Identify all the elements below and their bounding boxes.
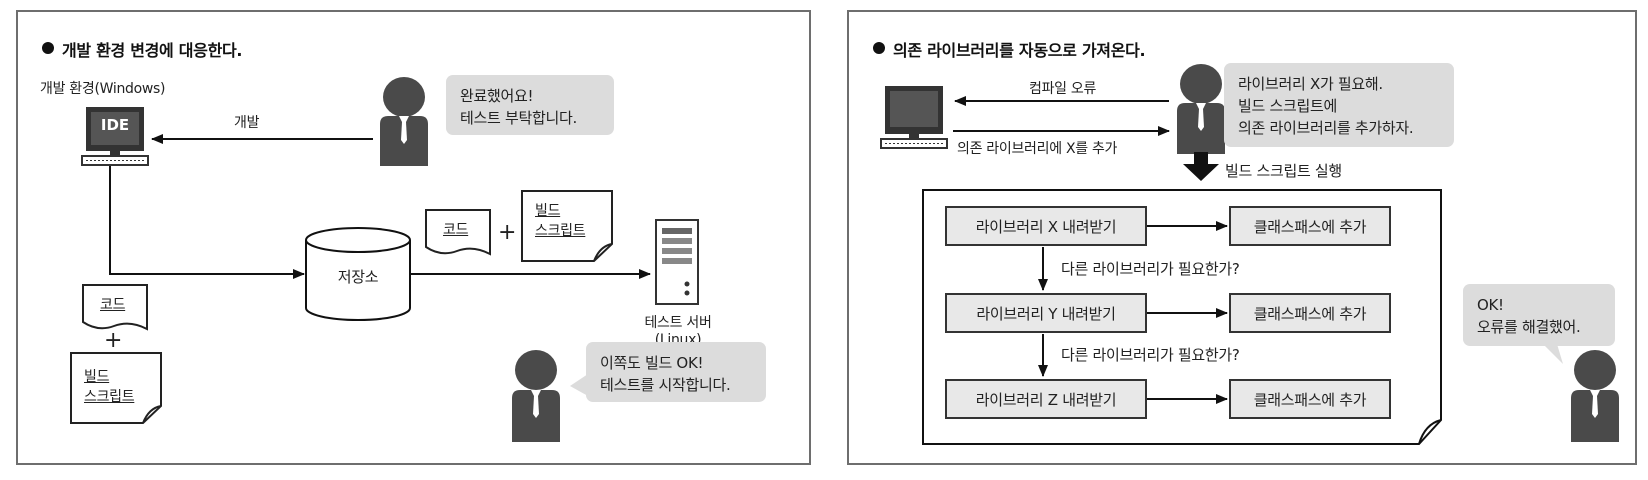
run-build-arrow [1183,152,1219,181]
left-title-bullet [42,42,54,54]
bubble-line: 완료했어요! [460,87,534,105]
right-top-speech-bubble: 라이브러리 X가 필요해. 빌드 스크립트에 의존 라이브러리를 추가하자. [1224,63,1454,147]
frame-fold [1418,419,1442,445]
download-library-x-step: 라이브러리 X 내려받기 [945,206,1147,246]
code-label-local: 코드 [100,297,126,313]
code-label: 코드 [443,222,469,238]
run-build-script-label: 빌드 스크립트 실행 [1225,162,1342,180]
bubble-line: 이쪽도 빌드 OK! [600,354,704,372]
need-other-library-question-2: 다른 라이브러리가 필요한가? [1061,346,1240,364]
monitor-icon [81,107,149,166]
test-server-label: 테스트 서버 [644,315,712,331]
left-panel: 개발 환경 변경에 대응한다. 개발 환경(Windows) IDE 개발 완료… [16,10,811,465]
bubble-line: 테스트 부탁합니다. [460,109,577,127]
repository-label: 저장소 [337,268,379,286]
developer-person-icon-bottom [1571,350,1619,442]
server-icon [655,219,699,305]
need-other-library-question-1: 다른 라이브러리가 필요한가? [1061,260,1240,278]
code-document: 코드 [425,209,491,256]
tester-person-icon [512,350,560,442]
build-script-label-1: 빌드 [535,203,561,219]
commit-arrow [109,166,305,279]
bubble-line: 라이브러리 X가 필요해. [1238,75,1383,93]
bubble-line: 빌드 스크립트에 [1238,97,1337,115]
dev-arrow-label: 개발 [234,115,260,131]
download-library-y-step: 라이브러리 Y 내려받기 [945,293,1147,333]
build-script-document: 빌드 스크립트 [521,190,613,262]
monitor-icon [880,86,948,149]
add-classpath-x-step: 클래스패스에 추가 [1229,206,1391,246]
left-diagram-graphics [42,42,699,442]
bubble-line: 테스트를 시작합니다. [600,376,731,394]
repository-cylinder [305,227,411,321]
right-bottom-bubble-tail [1543,344,1563,364]
build-script-local-label-1: 빌드 [84,369,110,385]
bubble-line: 의존 라이브러리를 추가하자. [1238,119,1414,137]
plus-sign-local: + [104,328,123,353]
right-panel: 의존 라이브러리를 자동으로 가져온다. 컴파일 오류 의존 라이브러리에 X를… [847,10,1637,465]
bubble-line: OK! [1477,296,1504,314]
left-top-speech-bubble: 완료했어요! 테스트 부탁합니다. [446,75,614,135]
bubble-line: 오류를 해결했어. [1477,318,1581,336]
dev-env-label: 개발 환경(Windows) [40,81,166,97]
build-script-document-local: 빌드 스크립트 [70,352,162,424]
plus-sign: + [498,220,517,245]
compile-error-label: 컴파일 오류 [1029,81,1097,97]
developer-person-icon [1177,64,1225,154]
add-dependency-label: 의존 라이브러리에 X를 추가 [957,141,1118,157]
download-library-z-step: 라이브러리 Z 내려받기 [945,379,1147,419]
developer-person-icon [380,77,428,166]
left-title: 개발 환경 변경에 대응한다. [62,41,243,60]
build-script-local-label-2: 스크립트 [84,389,135,405]
add-classpath-y-step: 클래스패스에 추가 [1229,293,1391,333]
left-bottom-speech-bubble: 이쪽도 빌드 OK! 테스트를 시작합니다. [586,342,766,402]
right-title-bullet [873,42,885,54]
build-script-label-2: 스크립트 [535,223,586,239]
ide-label: IDE [100,116,130,134]
left-bottom-bubble-tail [570,374,588,396]
code-document-local: 코드 [82,284,148,331]
right-title: 의존 라이브러리를 자동으로 가져온다. [893,41,1146,60]
add-classpath-z-step: 클래스패스에 추가 [1229,379,1391,419]
right-bottom-speech-bubble: OK! 오류를 해결했어. [1463,284,1615,346]
